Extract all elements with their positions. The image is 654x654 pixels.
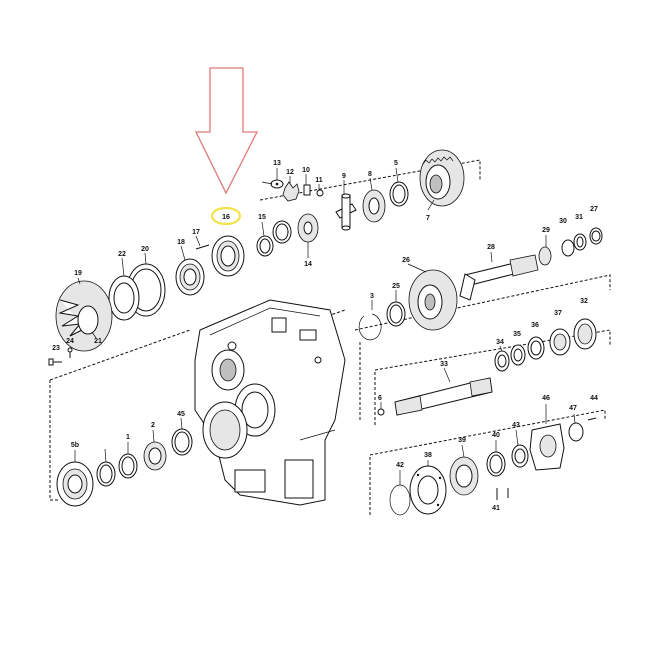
leader-lines [74, 167, 576, 485]
part-label: 38 [424, 452, 432, 459]
part-label: 1 [126, 434, 130, 441]
part-labels: 13 12 11 10 9 8 5 7 16 15 14 17 18 20 22… [52, 160, 598, 512]
part-label: 40 [492, 432, 500, 439]
part-label: 3 [370, 293, 374, 300]
part-label: 25 [392, 283, 400, 290]
part-label: 21 [94, 338, 102, 345]
part-label: 26 [402, 257, 410, 264]
right-lower-flange-group [389, 417, 597, 516]
part-label: 42 [396, 462, 404, 469]
part-label: 45 [177, 411, 185, 418]
part-label: 36 [531, 322, 539, 329]
part-label: 46 [542, 395, 550, 402]
part-label: 5b [71, 442, 79, 449]
part-label: 32 [580, 298, 588, 305]
part-label: 6 [378, 395, 382, 402]
part-label: 17 [192, 229, 200, 236]
right-mid-shaft-group [377, 318, 597, 416]
right-upper-shaft-group [358, 227, 603, 341]
lower-left-shaft-group [56, 428, 193, 507]
part-label: 20 [141, 246, 149, 253]
transmission-housing [194, 299, 346, 506]
highlight-circle [210, 206, 242, 226]
part-label: 24 [66, 338, 74, 345]
part-label: 13 [273, 160, 281, 167]
part-label: 31 [575, 214, 583, 221]
part-label: 22 [118, 251, 126, 258]
part-label: 44 [590, 395, 598, 402]
part-label-highlighted: 16 [222, 214, 230, 221]
part-label: 19 [74, 270, 82, 277]
part-label: 41 [492, 505, 500, 512]
part-label: 43 [512, 422, 520, 429]
part-label: 11 [315, 177, 323, 184]
part-label: 33 [440, 361, 448, 368]
part-label: 2 [151, 422, 155, 429]
part-label: 28 [487, 244, 495, 251]
part-label: 27 [590, 206, 598, 213]
part-label: 5 [394, 160, 398, 167]
part-label: 14 [304, 261, 312, 268]
part-label: 18 [177, 239, 185, 246]
part-label: 10 [302, 167, 310, 174]
part-label: 35 [513, 331, 521, 338]
part-label: 7 [426, 215, 430, 222]
part-label: 29 [542, 227, 550, 234]
part-label: 15 [258, 214, 266, 221]
part-label: 47 [569, 405, 577, 412]
part-label: 23 [52, 345, 60, 352]
part-label: 39 [458, 437, 466, 444]
part-label: 34 [496, 339, 504, 346]
part-label: 30 [559, 218, 567, 225]
part-label: 9 [342, 173, 346, 180]
upper-gear-group [48, 149, 465, 366]
highlight-arrow [194, 67, 259, 195]
part-label: 12 [286, 169, 294, 176]
part-label: 37 [554, 310, 562, 317]
part-label: 8 [368, 171, 372, 178]
